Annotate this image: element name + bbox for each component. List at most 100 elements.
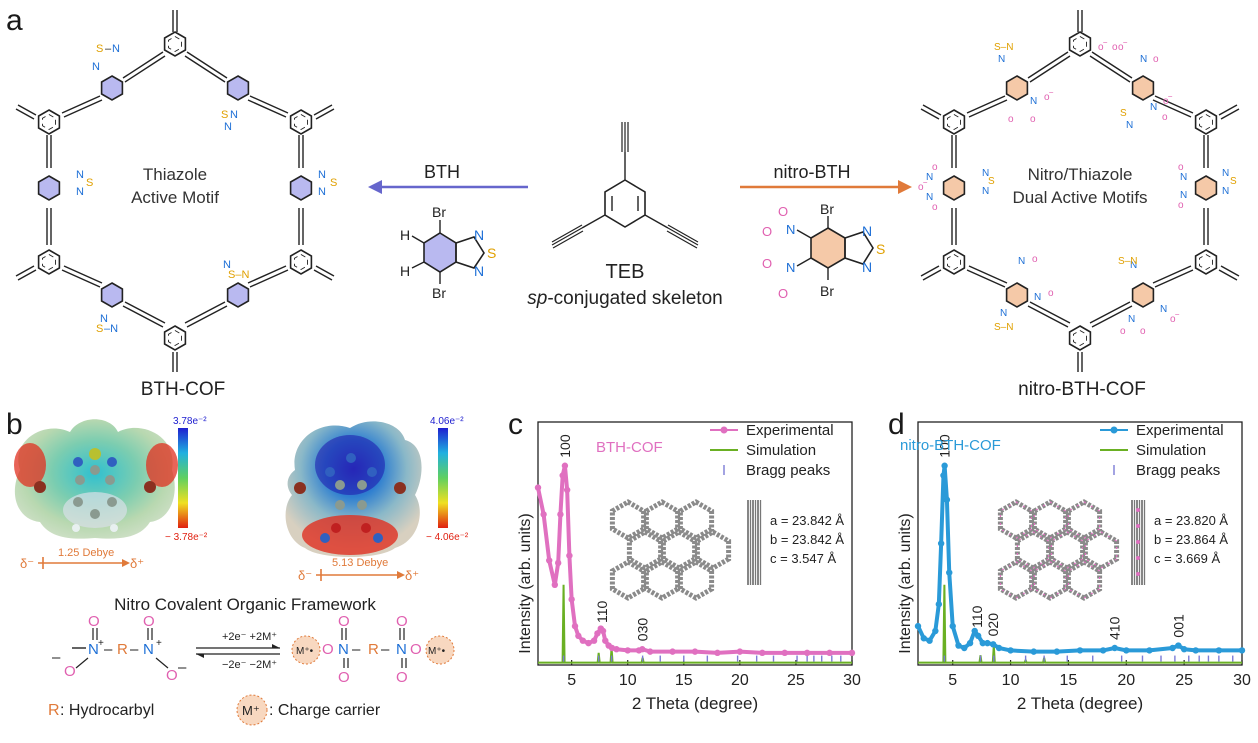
experimental-point: [1030, 648, 1037, 655]
x-tick-label: 20: [731, 672, 749, 689]
nitro-marker: [1136, 572, 1140, 576]
experimental-point: [534, 484, 542, 491]
svg-text:O: O: [396, 669, 408, 686]
peak-label: 001: [1170, 614, 1186, 638]
svg-text:o: o: [1140, 326, 1146, 337]
nitro-marker: [1136, 508, 1140, 512]
svg-text:N: N: [100, 313, 108, 325]
framework-pore: [1048, 529, 1086, 571]
experimental-point: [561, 462, 569, 469]
x-tick-label: 25: [1175, 672, 1193, 689]
esp-nitro-max: 4.06e⁻²: [430, 416, 464, 427]
svg-text:Br: Br: [820, 283, 834, 299]
experimental-point: [935, 601, 943, 608]
teb-label: TEB: [606, 261, 645, 283]
svg-text:N: N: [862, 223, 872, 239]
delta-plus-left: δ⁺: [130, 556, 144, 571]
experimental-point: [1238, 647, 1246, 654]
x-tick-label: 10: [619, 672, 637, 689]
svg-text:O: O: [410, 641, 422, 658]
dipole-nitro-value: 5.13 Debye: [332, 557, 388, 569]
lattice-parameter: a = 23.820 Å: [1154, 513, 1228, 528]
x-tick-label: 10: [1002, 672, 1020, 689]
experimental-point: [1007, 647, 1014, 654]
svg-text:O: O: [396, 613, 408, 630]
legend-exp-label: Experimental: [1136, 422, 1224, 439]
svg-text:O: O: [762, 256, 772, 271]
svg-text:Br: Br: [432, 285, 446, 301]
svg-text:–: –: [105, 43, 112, 55]
experimental-point: [940, 472, 947, 479]
experimental-point: [1099, 647, 1107, 654]
svg-text:S–N: S–N: [1118, 256, 1137, 267]
svg-text:N: N: [88, 641, 99, 658]
svg-text:o‾: o‾: [918, 181, 928, 193]
svg-text:N: N: [786, 222, 795, 237]
svg-text:N: N: [1018, 256, 1025, 267]
svg-text:S: S: [96, 323, 103, 335]
svg-text:H: H: [400, 227, 410, 243]
panel-label-d: d: [888, 408, 905, 441]
svg-text:o: o: [1048, 288, 1054, 299]
delta-minus-left: δ⁻: [20, 556, 34, 571]
svg-text:N: N: [76, 186, 84, 198]
svg-text:o‾: o‾: [1044, 91, 1054, 103]
experimental-point: [803, 649, 811, 657]
dipole-arrow-left-head: [122, 559, 130, 567]
framework-pore: [609, 559, 647, 601]
svg-text:O: O: [166, 667, 178, 684]
x-tick-label: 25: [787, 672, 805, 689]
x-axis-label: 2 Theta (degree): [1017, 694, 1143, 713]
svg-text:O: O: [64, 663, 76, 680]
framework-pore: [660, 529, 698, 571]
experimental-point: [1169, 644, 1176, 652]
svg-text:N: N: [76, 169, 84, 181]
experimental-point: [971, 627, 978, 635]
panel-a-figure: S–N N NNS NSN NSN NS–N NS–N Thiazole Act…: [15, 10, 1240, 400]
experimental-point: [568, 596, 575, 603]
experimental-point: [540, 511, 547, 518]
svg-text:–: –: [352, 641, 361, 658]
experimental-point: [594, 630, 601, 637]
peak-label: 030: [634, 618, 650, 642]
x-tick-label: 5: [567, 672, 576, 689]
svg-text:N: N: [338, 641, 349, 658]
svg-text:N: N: [1160, 304, 1167, 315]
svg-text:–N: –N: [104, 323, 118, 335]
chart-title: BTH-COF: [596, 439, 663, 456]
framework-pore: [677, 499, 715, 541]
experimental-point: [974, 632, 982, 640]
peak-label: 110: [594, 600, 610, 623]
svg-text:–: –: [130, 641, 139, 658]
experimental-point: [826, 649, 833, 657]
legend-r-symbol: R: [48, 702, 60, 719]
experimental-point: [937, 540, 945, 547]
svg-text:N: N: [926, 172, 933, 183]
x-axis-label: 2 Theta (degree): [632, 694, 758, 713]
esp-nitro-min: − 4.06e⁻²: [426, 532, 469, 543]
svg-text:o‾: o‾: [1170, 313, 1180, 325]
framework-pore: [1031, 559, 1069, 601]
lattice-parameter: c = 3.669 Å: [1154, 551, 1220, 566]
plot-frame: [537, 421, 853, 666]
svg-text:S: S: [988, 176, 995, 187]
svg-text:O: O: [322, 641, 334, 658]
peak-label: 100: [937, 434, 953, 458]
legend-bragg-label: Bragg peaks: [1136, 462, 1220, 479]
svg-text:o: o: [1112, 42, 1118, 53]
delta-plus-right: δ⁺: [405, 568, 419, 583]
svg-text:N: N: [982, 168, 989, 179]
experimental-point: [966, 639, 974, 647]
experimental-point: [926, 637, 933, 644]
svg-text:–: –: [52, 649, 61, 666]
chart-title: nitro-BTH-COF: [900, 437, 1001, 454]
svg-text:N: N: [143, 641, 154, 658]
framework-pore: [1082, 529, 1120, 571]
svg-text:M⁺•: M⁺•: [428, 646, 446, 657]
experimental-point: [949, 622, 956, 630]
framework-pore: [609, 499, 647, 541]
experimental-point: [590, 637, 598, 644]
experimental-point: [736, 648, 744, 655]
framework-pore: [1065, 559, 1103, 601]
teb-monomer: [551, 122, 699, 249]
